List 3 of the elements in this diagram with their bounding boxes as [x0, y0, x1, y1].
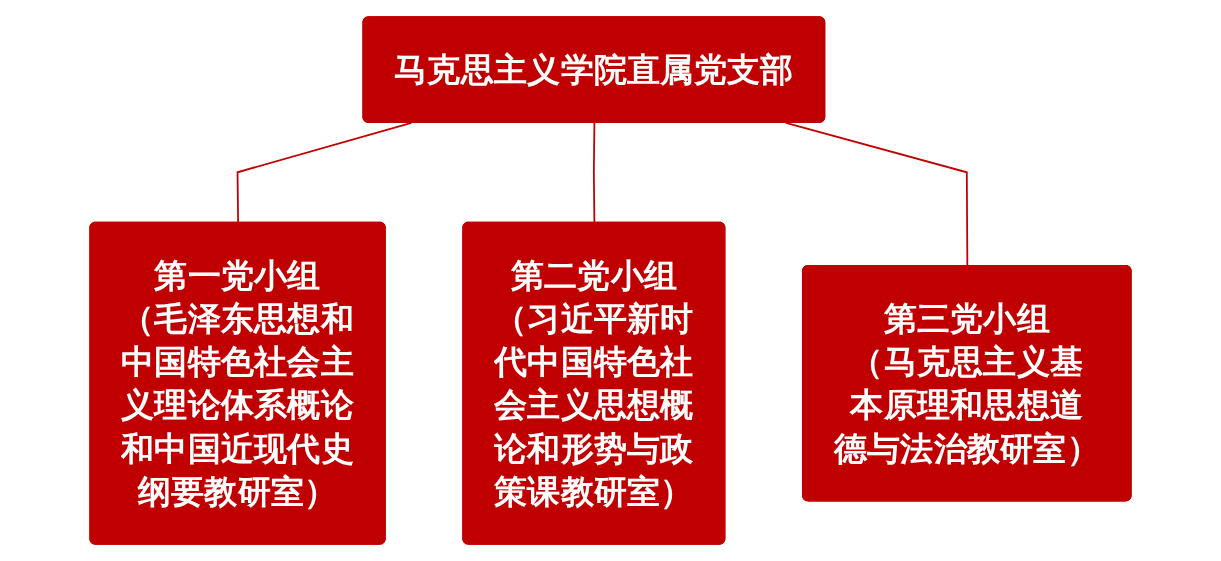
connector — [236, 122, 413, 224]
connector — [592, 122, 596, 224]
connector — [785, 122, 969, 267]
